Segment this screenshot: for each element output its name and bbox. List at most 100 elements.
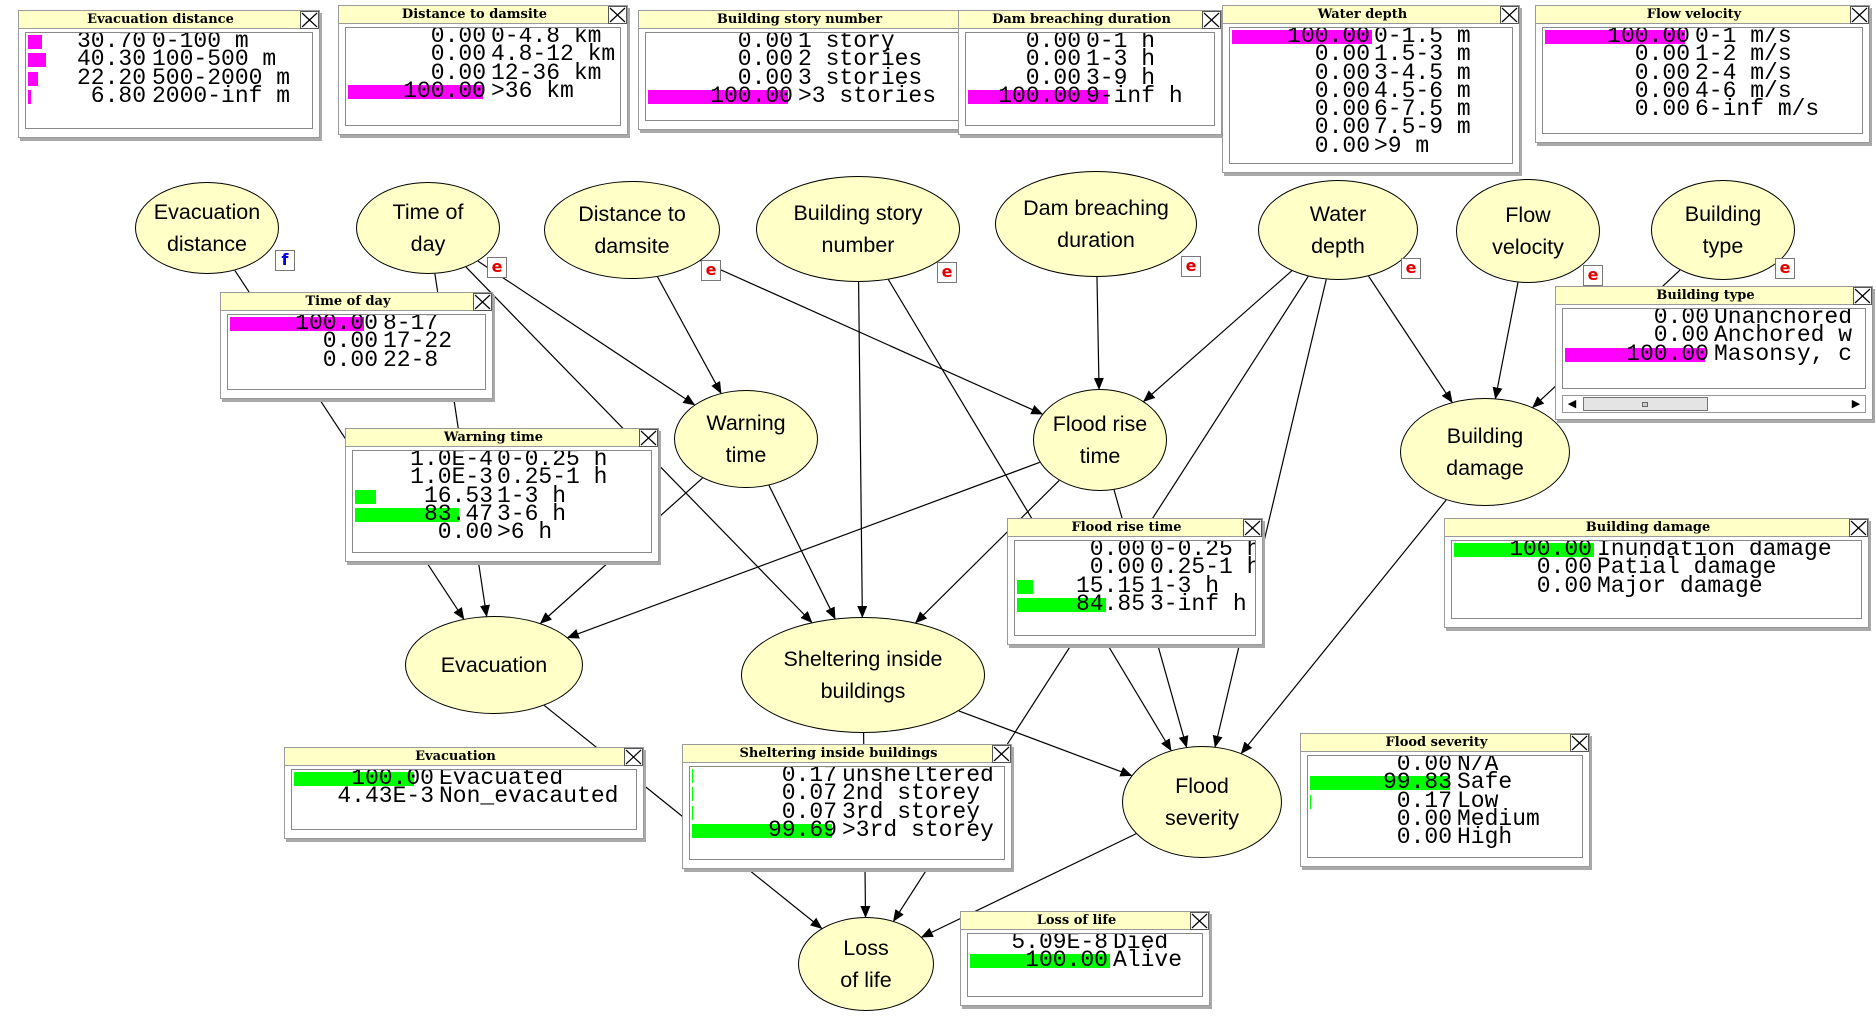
close-icon[interactable]	[1849, 519, 1868, 537]
edge-bldg_damage-to-flood_sev	[1240, 499, 1447, 755]
monitor-title[interactable]: Water depth	[1223, 6, 1502, 24]
monitor-title[interactable]: Building story number	[639, 11, 960, 29]
node-flood-sev[interactable]: Flood severity	[1122, 746, 1282, 858]
node-warning[interactable]: Warning time	[674, 390, 818, 488]
state-probability: 0.00	[1089, 540, 1145, 562]
evidence-flag-icon[interactable]: e	[937, 262, 957, 283]
evidence-flag-icon[interactable]: e	[1401, 258, 1421, 279]
monitor-title[interactable]: Distance to damsite	[339, 6, 610, 24]
close-icon[interactable]	[1570, 734, 1589, 752]
close-icon[interactable]	[1500, 6, 1519, 24]
state-probability: 0.00	[322, 346, 378, 373]
monitor-title[interactable]: Warning time	[346, 429, 641, 447]
state-probability: 100.00	[295, 314, 378, 336]
node-bldg-damage[interactable]: Building damage	[1400, 398, 1570, 506]
node-flow-vel[interactable]: Flow velocity	[1456, 179, 1600, 283]
state-probability: 0.00	[1314, 59, 1370, 86]
node-water-depth[interactable]: Water depth	[1258, 180, 1418, 280]
close-icon[interactable]	[1190, 912, 1209, 930]
close-icon[interactable]	[608, 6, 627, 24]
finding-flag-icon[interactable]: f	[275, 250, 295, 271]
state-probability: 0.07	[781, 798, 837, 825]
evidence-flag-icon[interactable]: e	[1583, 265, 1603, 286]
close-icon[interactable]	[639, 429, 658, 447]
state-probability: 0.00	[1634, 96, 1690, 123]
monitor-title[interactable]: Building damage	[1445, 519, 1851, 537]
node-evacuation[interactable]: Evacuation	[405, 616, 583, 714]
state-probability: 0.00	[322, 328, 378, 355]
close-icon[interactable]	[1853, 287, 1872, 305]
state-label: Masonsy, c	[1714, 340, 1853, 367]
edge-water_depth-to-flood_rise	[1143, 270, 1293, 403]
state-label: Evacuated	[439, 769, 564, 791]
close-icon[interactable]	[992, 745, 1011, 763]
state-probability: 0.00	[1314, 132, 1370, 159]
state-label: 0-4.8 km	[491, 27, 602, 49]
edge-dam_breach-to-flood_rise	[1093, 276, 1104, 391]
close-icon[interactable]	[473, 293, 492, 311]
node-sheltering[interactable]: Sheltering inside buildings	[741, 617, 985, 733]
state-probability: 100.00	[1287, 27, 1370, 49]
state-probability: 99.83	[1382, 769, 1452, 796]
state-probability: 0.17	[1396, 787, 1452, 814]
monitor-title[interactable]: Time of day	[221, 293, 475, 311]
scroll-left-icon[interactable]: ◀	[1567, 397, 1577, 410]
node-evac-dist[interactable]: Evacuation distance	[135, 182, 279, 274]
close-icon[interactable]	[1850, 6, 1869, 24]
monitor-title[interactable]: Evacuation	[285, 748, 626, 766]
node-dist-dam[interactable]: Distance to damsite	[544, 181, 720, 279]
evidence-flag-icon[interactable]: e	[1181, 256, 1201, 277]
scroll-right-icon[interactable]: ▶	[1851, 397, 1861, 410]
monitor-title[interactable]: Dam breaching duration	[959, 11, 1204, 29]
node-time-of-day[interactable]: Time of day	[356, 182, 500, 274]
close-icon[interactable]	[1243, 519, 1262, 537]
evidence-flag-icon[interactable]: e	[701, 260, 721, 281]
close-icon[interactable]	[624, 748, 643, 766]
scroll-thumb[interactable]	[1583, 397, 1708, 411]
state-label: 500-2000 m	[152, 64, 291, 91]
node-dam-breach[interactable]: Dam breaching duration	[995, 171, 1197, 277]
node-bldg-type[interactable]: Building type	[1651, 180, 1795, 280]
evidence-flag-icon[interactable]: e	[487, 257, 507, 278]
node-loss-life[interactable]: Loss of life	[798, 917, 934, 1011]
belief-bar	[355, 489, 376, 504]
evidence-flag-icon[interactable]: e	[1775, 258, 1795, 279]
monitor-title[interactable]: Loss of life	[961, 912, 1192, 930]
state-probability: 99.69	[767, 816, 837, 843]
monitor-title[interactable]: Building type	[1556, 287, 1855, 305]
monitor-title[interactable]: Flow velocity	[1536, 6, 1852, 24]
close-icon[interactable]	[1202, 11, 1221, 29]
monitor-title[interactable]: Flood severity	[1301, 734, 1572, 752]
monitor-title[interactable]: Evacuation distance	[19, 11, 302, 29]
horizontal-scrollbar[interactable]: ◀▶	[1562, 395, 1866, 413]
node-bldg-story[interactable]: Building story number	[756, 176, 960, 282]
state-label: >6 h	[497, 519, 553, 546]
monitor-title[interactable]: Sheltering inside buildings	[683, 745, 994, 763]
node-label: Flood severity	[1164, 774, 1240, 830]
close-icon[interactable]	[300, 11, 319, 29]
monitor-title[interactable]: Flood rise time	[1008, 519, 1245, 537]
node-flood-rise[interactable]: Flood rise time	[1033, 389, 1167, 491]
belief-bar	[968, 89, 1108, 104]
